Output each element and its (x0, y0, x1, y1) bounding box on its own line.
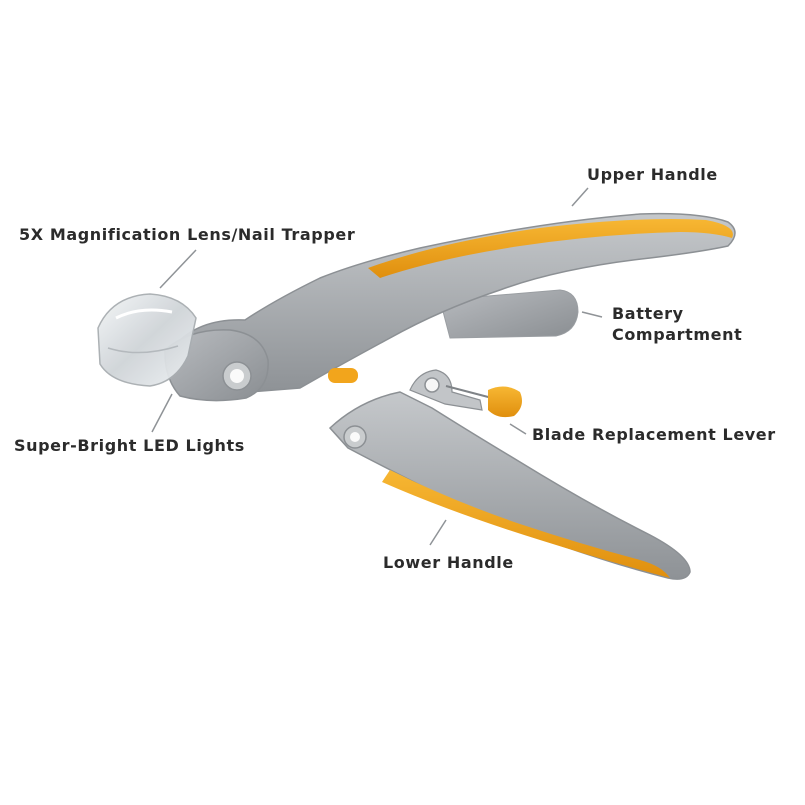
label-lower-handle-text: Lower Handle (383, 552, 514, 573)
leader-battery (582, 312, 602, 317)
label-upper-handle: Upper Handle (587, 164, 718, 185)
lower-pivot-hole (350, 432, 360, 442)
label-blade-lever: Blade Replacement Lever (532, 424, 776, 445)
blade-lever-knob (488, 386, 522, 417)
label-magnification-lens-text: 5X Magnification Lens/Nail Trapper (19, 224, 355, 245)
main-pivot-hole (230, 369, 244, 383)
leader-blade-lever (510, 424, 526, 434)
label-led-lights: Super-Bright LED Lights (14, 435, 245, 456)
label-battery-line2: Compartment (612, 324, 742, 345)
label-lower-handle: Lower Handle (383, 552, 514, 573)
lever-pivot (425, 378, 439, 392)
label-magnification-lens: 5X Magnification Lens/Nail Trapper (19, 224, 355, 245)
leader-lens (160, 250, 196, 288)
label-battery-compartment: Battery Compartment (612, 303, 742, 345)
orange-button (328, 368, 358, 383)
leader-led (152, 394, 172, 432)
leader-upper-handle (572, 188, 588, 206)
label-blade-lever-text: Blade Replacement Lever (532, 424, 776, 445)
label-led-lights-text: Super-Bright LED Lights (14, 435, 245, 456)
leader-lower-handle (430, 520, 446, 545)
label-battery-line1: Battery (612, 303, 742, 324)
label-upper-handle-text: Upper Handle (587, 164, 718, 185)
